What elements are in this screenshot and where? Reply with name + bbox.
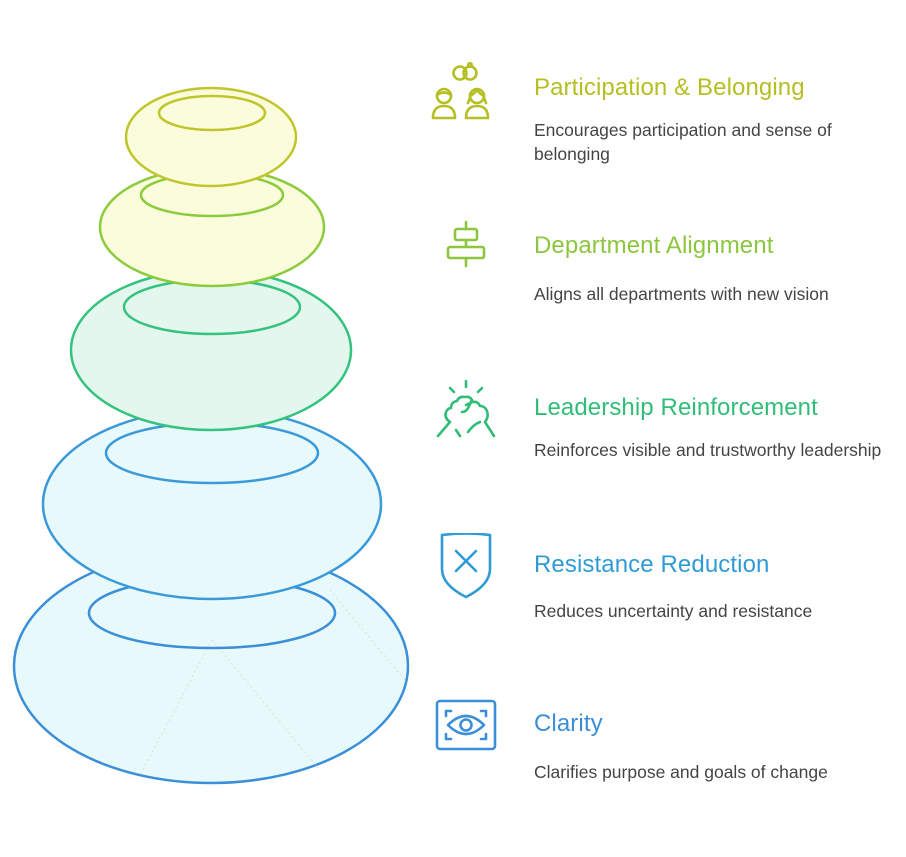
eye-scan-icon [435, 699, 497, 751]
handshake-icon [436, 379, 496, 438]
people-with-rings-icon [431, 61, 490, 120]
stone-participation-body [124, 86, 298, 188]
item-title: Leadership Reinforcement [534, 394, 818, 421]
stone-texture-line [139, 639, 213, 776]
stone-resistance-body [41, 407, 383, 601]
stone-leadership-body [69, 268, 353, 432]
stone-participation-top [157, 94, 267, 132]
stone-resistance-reduction [41, 407, 383, 601]
align-center-icon [446, 220, 486, 268]
stone-participation-belonging [124, 86, 298, 188]
item-title: Clarity [534, 710, 603, 737]
item-description: Encourages participation and sense of be… [534, 120, 832, 164]
item-description: Clarifies purpose and goals of change [534, 762, 828, 782]
item-description: Aligns all departments with new vision [534, 284, 829, 304]
stone-leadership-reinforcement [69, 268, 353, 432]
item-description: Reinforces visible and trustworthy leade… [534, 440, 882, 460]
item-title: Department Alignment [534, 232, 774, 259]
item-description: Reduces uncertainty and resistance [534, 601, 813, 621]
item-title: Resistance Reduction [534, 551, 770, 578]
shield-x-icon [440, 533, 492, 599]
stone-texture-line [211, 639, 321, 771]
item-title: Participation & Belonging [534, 74, 805, 101]
